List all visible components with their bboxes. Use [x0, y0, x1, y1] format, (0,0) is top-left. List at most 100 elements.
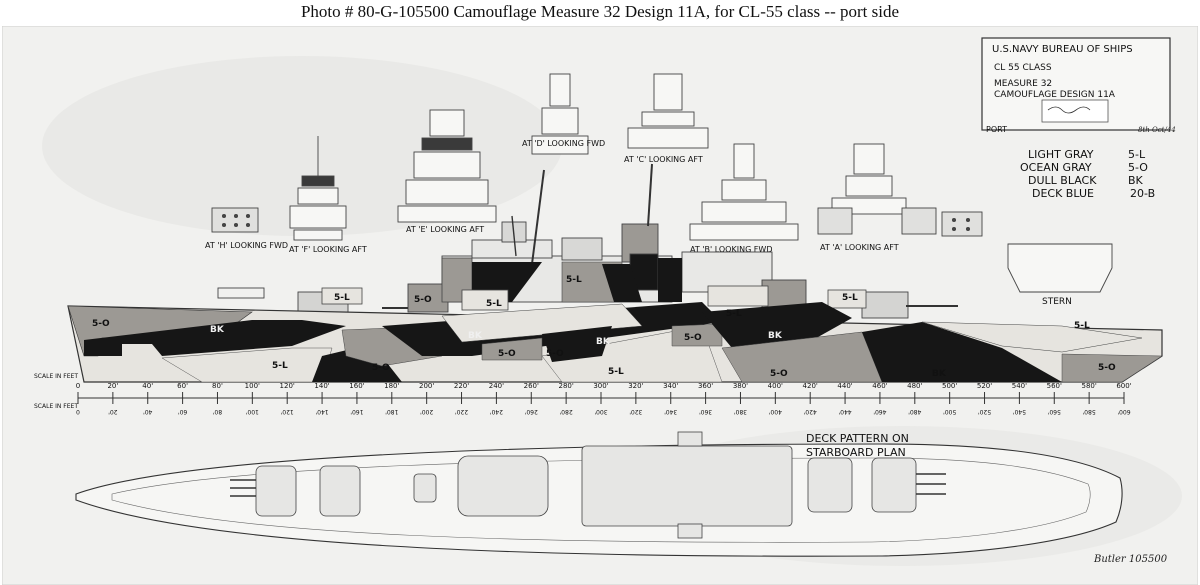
deck-turrets [255, 431, 917, 539]
scale-tick-label-inverted: 340' [664, 408, 677, 415]
hull-label: 5-O [1098, 363, 1116, 373]
legend-code-3: BK [1128, 174, 1144, 187]
section-view-b [689, 143, 799, 241]
scale-tick-label-inverted: 580' [1082, 408, 1095, 415]
ship-profile: 5-O BK 5-L 5-L 5-O 5-O 5-L 5-O 5-L BK 5-… [67, 163, 1163, 383]
title-line-1: U.S.NAVY BUREAU OF SHIPS [992, 44, 1133, 55]
hull-label: 5-O [414, 295, 432, 305]
title-line-3: MEASURE 32 [994, 79, 1052, 89]
section-view-a [817, 143, 937, 235]
legend-code-4: 20-B [1130, 187, 1155, 200]
scale-tick-label: 220' [454, 382, 469, 390]
hull-label: 5-O [498, 349, 516, 359]
scale-tick-label-inverted: 440' [838, 408, 851, 415]
view-label-e: AT 'E' LOOKING AFT [406, 225, 484, 234]
hull-label: 5-O [770, 369, 788, 379]
hull-label: 5-L [1074, 321, 1090, 331]
scale-tick-label-inverted: 520' [978, 408, 991, 415]
view-label-h: AT 'H' LOOKING FWD [205, 241, 288, 250]
hull-color-labels: 5-O BK 5-L 5-L 5-O 5-O 5-L 5-O 5-L BK 5-… [92, 275, 1116, 379]
scale-tick-label: 420' [803, 382, 818, 390]
scale-tick-label-inverted: 540' [1013, 408, 1026, 415]
color-legend: LIGHT GRAY 5-L OCEAN GRAY 5-O DULL BLACK… [1020, 148, 1155, 200]
hull-label: 5-L [608, 367, 624, 377]
hull-label: 5-O [372, 363, 390, 373]
hull-label: BK [468, 331, 483, 341]
title-line-4: CAMOUFLAGE DESIGN 11A [994, 90, 1116, 100]
scale-tick-label: 560' [1047, 382, 1062, 390]
signature: Butler 105500 [1093, 554, 1168, 565]
scale-tick-label: 540' [1012, 382, 1027, 390]
hull-label: 5-L [334, 293, 350, 303]
section-view-c [627, 73, 709, 149]
title-line-2: CL 55 CLASS [994, 63, 1052, 73]
scale-tick-label: 240' [489, 382, 504, 390]
scale-tick-label-inverted: 260' [524, 408, 537, 415]
hull-label: 5-L [842, 293, 858, 303]
deck-title-1: DECK PATTERN ON [806, 432, 909, 445]
hull-label: 5-L [726, 309, 742, 319]
hull-label: BK [210, 325, 225, 335]
scale-tick-label-inverted: 480' [908, 408, 921, 415]
legend-code-2: 5-O [1128, 161, 1148, 174]
scale-tick-label-inverted: 60' [178, 408, 188, 415]
scale-tick-label-inverted: 300' [594, 408, 607, 415]
scale-tick-label: 140' [314, 382, 329, 390]
view-label-d: AT 'D' LOOKING FWD [522, 139, 605, 148]
scale-tick-label-inverted: 400' [768, 408, 781, 415]
scale-tick-label-inverted: 200' [420, 408, 433, 415]
scale-tick-label: 460' [872, 382, 887, 390]
scale-tick-label: 520' [977, 382, 992, 390]
date-note: 8th Oct/44 [1138, 126, 1176, 134]
hull-label: BK [932, 369, 947, 379]
scale-tick-label-inverted: 380' [734, 408, 747, 415]
side-label: PORT [986, 125, 1007, 134]
photo-caption: Photo # 80-G-105500 Camouflage Measure 3… [300, 2, 900, 21]
scale-tick-label: 400' [768, 382, 783, 390]
scale-tick-label: 480' [907, 382, 922, 390]
legend-name-1: LIGHT GRAY [1028, 148, 1094, 161]
scale-tick-label-inverted: 20' [108, 408, 118, 415]
hull-label: 5-O [546, 349, 564, 359]
scale-tick-label: 80' [212, 382, 223, 390]
scale-tick-label-inverted: 600' [1117, 408, 1130, 415]
scale-tick-label: 40' [142, 382, 153, 390]
scale-tick-label-inverted: 140' [315, 408, 328, 415]
scale-bar: SCALE IN FEET SCALE IN FEET 0020'20'40'4… [34, 373, 1132, 415]
view-label-a: AT 'A' LOOKING AFT [820, 243, 899, 252]
scale-tick-label: 200' [419, 382, 434, 390]
scale-tick-label-inverted: 160' [350, 408, 363, 415]
legend-name-4: DECK BLUE [1032, 187, 1094, 200]
scale-tick-label: 100' [245, 382, 260, 390]
hull-label: 5-L [566, 275, 582, 285]
section-view-e [397, 109, 497, 223]
scale-tick-label: 440' [837, 382, 852, 390]
scale-tick-label: 20' [107, 382, 118, 390]
scale-tick-label-inverted: 80' [212, 408, 222, 415]
ship-drawing-svg: U.S.NAVY BUREAU OF SHIPS CL 55 CLASS MEA… [2, 26, 1198, 585]
scale-tick-label: 0 [76, 382, 80, 390]
scale-tick-label-inverted: 280' [559, 408, 572, 415]
scale-tick-label-inverted: 40' [143, 408, 153, 415]
scale-tick-label: 600' [1116, 382, 1131, 390]
section-view-h [211, 207, 259, 233]
scale-tick-label-inverted: 220' [455, 408, 468, 415]
scale-tick-label: 120' [280, 382, 295, 390]
scale-tick-label: 280' [558, 382, 573, 390]
deck-title-2: STARBOARD PLAN [806, 446, 906, 459]
scale-tick-label-inverted: 100' [245, 408, 258, 415]
scale-tick-label-inverted: 420' [803, 408, 816, 415]
hull-label: 5-O [92, 319, 110, 329]
scale-tick-label: 60' [177, 382, 188, 390]
scale-tick-label: 320' [628, 382, 643, 390]
scale-tick-label: 380' [733, 382, 748, 390]
scale-ticks: 0020'20'40'40'60'60'80'80'100'100'120'12… [76, 382, 1132, 415]
section-view-a-small [941, 211, 983, 237]
legend-code-1: 5-L [1128, 148, 1146, 161]
hull-label: 5-L [272, 361, 288, 371]
scale-tick-label: 500' [942, 382, 957, 390]
scale-tick-label-inverted: 500' [943, 408, 956, 415]
stern-view [1007, 243, 1113, 293]
scale-tick-label: 580' [1081, 382, 1096, 390]
hull-label: 5-O [684, 333, 702, 343]
